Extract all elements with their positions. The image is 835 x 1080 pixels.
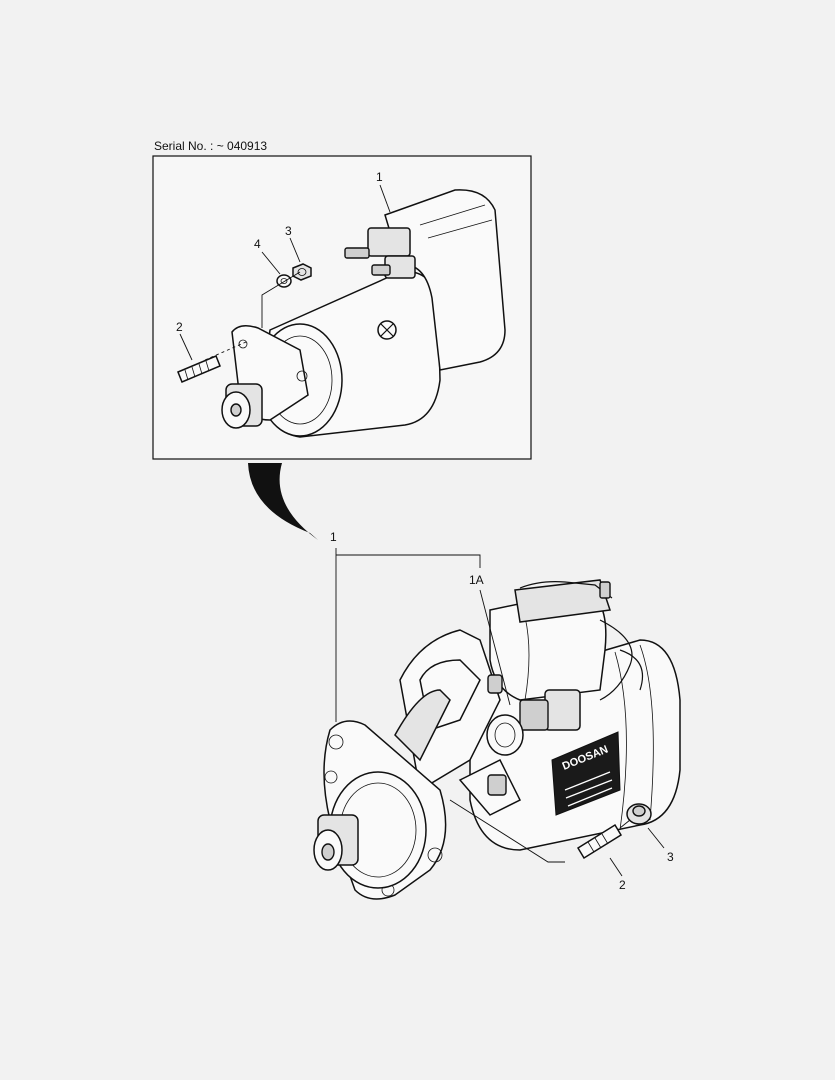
serial-number-label: Serial No. : ~ 040913: [154, 139, 268, 153]
callout-new-stud: 2: [619, 878, 626, 892]
old-solenoid-terminals: [344, 227, 416, 279]
callout-old-stud: 2: [176, 320, 183, 334]
new-wire-harness: [599, 619, 633, 701]
callout-new-nut: 3: [667, 850, 674, 864]
new-version-assembly: DOOSAN: [313, 530, 681, 900]
new-stud-bolt: [576, 823, 623, 860]
new-pinion-gear: [313, 814, 359, 871]
new-nose-housing: [394, 629, 522, 816]
old-starter-motor: [221, 189, 506, 438]
old-hex-nut: [292, 263, 312, 281]
old-stud-bolt: [177, 341, 247, 383]
old-lock-washer: [276, 274, 292, 288]
transition-arrow: [248, 463, 318, 540]
callout-new-starter: 1: [330, 530, 337, 544]
new-relay-block: [486, 689, 581, 756]
callout-old-starter: 1: [376, 170, 383, 184]
new-solenoid: [489, 579, 613, 701]
old-version-panel: 1 2 3 4: [152, 155, 532, 460]
new-flange-nut: [619, 803, 652, 829]
callout-old-nut: 3: [285, 224, 292, 238]
old-assembly-line: [261, 271, 301, 328]
callout-new-solenoid: 1A: [469, 573, 484, 587]
callout-old-washer: 4: [254, 237, 261, 251]
old-pinion-gear: [221, 383, 263, 429]
